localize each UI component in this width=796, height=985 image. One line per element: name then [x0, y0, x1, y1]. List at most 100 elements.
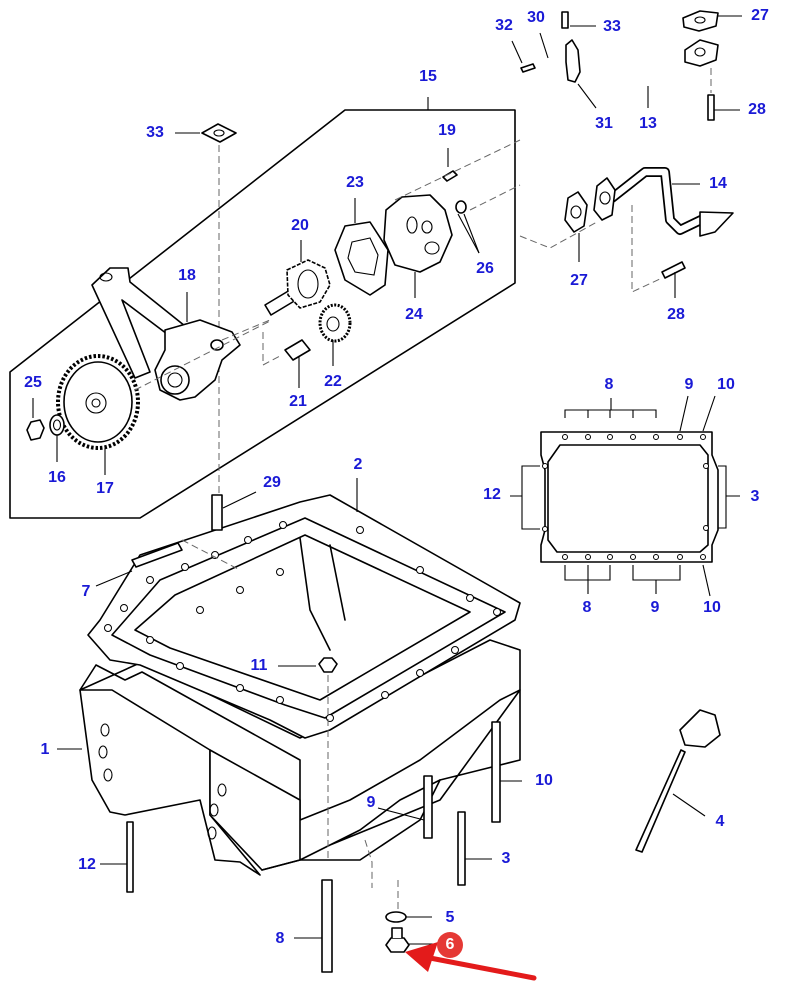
bolt-hole [677, 434, 683, 440]
dipstick-4-part [635, 709, 721, 853]
callout-27[interactable]: 27 [751, 7, 769, 24]
pump-cover-24-part [383, 194, 453, 273]
bolt-hole [276, 696, 284, 704]
callout-5[interactable]: 5 [445, 909, 455, 926]
callout-9[interactable]: 9 [650, 599, 660, 616]
callout-33[interactable]: 33 [603, 18, 621, 35]
bolt-hole [630, 554, 636, 560]
callout-24[interactable]: 24 [405, 306, 423, 323]
callout-20[interactable]: 20 [291, 217, 309, 234]
callout-28[interactable]: 28 [748, 101, 766, 118]
callout-16[interactable]: 16 [48, 469, 66, 486]
bolt-hole [542, 526, 548, 532]
suction-pipe-13-part [527, 39, 719, 131]
callout-7[interactable]: 7 [81, 583, 91, 600]
bolt-12-part [126, 821, 134, 893]
callout-15[interactable]: 15 [419, 68, 437, 85]
bolt-hole [562, 434, 568, 440]
callout-25[interactable]: 25 [24, 374, 42, 391]
bolt-hole [585, 554, 591, 560]
bolt-hole [703, 525, 709, 531]
bolt-29-part [211, 494, 223, 531]
gasket-27-top-part [682, 10, 719, 32]
callout-29[interactable]: 29 [263, 474, 281, 491]
bolt-hole [653, 554, 659, 560]
callout-21[interactable]: 21 [289, 393, 307, 410]
bolt-hole [181, 563, 189, 571]
bolt-hole [562, 554, 568, 560]
callout-30[interactable]: 30 [527, 9, 545, 26]
bolt-hole [416, 566, 424, 574]
bolt-3-part [457, 811, 466, 886]
bolt-hole [700, 554, 706, 560]
bolt-hole [244, 536, 252, 544]
callout-19[interactable]: 19 [438, 122, 456, 139]
bolt-hole [607, 434, 613, 440]
pump-gasket-23-part [334, 221, 389, 296]
callout-27[interactable]: 27 [570, 272, 588, 289]
bolt-hole [120, 604, 128, 612]
callout-26[interactable]: 26 [476, 260, 494, 277]
callout-18[interactable]: 18 [178, 267, 196, 284]
callout-9[interactable]: 9 [684, 376, 694, 393]
callout-22[interactable]: 22 [324, 373, 342, 390]
bolt-9-part [423, 775, 433, 839]
callout-33[interactable]: 33 [146, 124, 164, 141]
callout-10[interactable]: 10 [717, 376, 735, 393]
bolt-hole [677, 554, 683, 560]
callout-23[interactable]: 23 [346, 174, 364, 191]
bolt-hole [176, 662, 184, 670]
bolt-hole [451, 646, 459, 654]
oil-pump-group-frame [9, 109, 516, 519]
idler-gear-22-part [318, 303, 352, 343]
bolt-10-part [491, 721, 501, 823]
callout-13[interactable]: 13 [639, 115, 657, 132]
callout-31[interactable]: 31 [595, 115, 613, 132]
sump-gasket-plan-part [540, 431, 719, 563]
callout-32[interactable]: 32 [495, 17, 513, 34]
callout-8[interactable]: 8 [604, 376, 614, 393]
screw-19-part [442, 170, 458, 182]
callout-3[interactable]: 3 [750, 488, 760, 505]
sump-gasket-2-part [87, 494, 521, 739]
callout-8[interactable]: 8 [275, 930, 285, 947]
shim-33-part [201, 123, 237, 143]
callout-6-highlighted[interactable]: 6 [437, 932, 463, 958]
callout-14[interactable]: 14 [709, 175, 727, 192]
bolt-32-part [520, 63, 536, 73]
bolt-hole [630, 434, 636, 440]
bolt-7-part [131, 542, 183, 568]
bolt-hole [236, 586, 244, 594]
callout-2[interactable]: 2 [353, 456, 363, 473]
pins-26-part [455, 200, 467, 214]
callout-17[interactable]: 17 [96, 480, 114, 497]
callout-11[interactable]: 11 [250, 657, 268, 674]
bolt-hole [196, 606, 204, 614]
bolt-hole [585, 434, 591, 440]
oil-sump-1-part [79, 639, 521, 876]
suction-pipe-14-part [593, 167, 734, 237]
bolt-8-part [321, 879, 333, 973]
callout-1[interactable]: 1 [40, 741, 50, 758]
callout-12[interactable]: 12 [78, 856, 96, 873]
bolt-hole [653, 434, 659, 440]
callout-12[interactable]: 12 [483, 486, 501, 503]
callout-9[interactable]: 9 [366, 794, 376, 811]
callout-10[interactable]: 10 [535, 772, 553, 789]
bolt-hole [466, 594, 474, 602]
gasket-27-lower-part [564, 191, 588, 233]
drive-gear-17-part [56, 354, 140, 450]
callout-28[interactable]: 28 [667, 306, 685, 323]
callout-8[interactable]: 8 [582, 599, 592, 616]
bolt-hole [416, 669, 424, 677]
bolt-28-top-part [707, 94, 715, 121]
nut-25-part [26, 419, 45, 441]
bolt-33-top-part [561, 11, 569, 29]
callout-4[interactable]: 4 [715, 813, 725, 830]
callout-3[interactable]: 3 [501, 850, 511, 867]
callout-10[interactable]: 10 [703, 599, 721, 616]
bolt-hole [276, 568, 284, 576]
